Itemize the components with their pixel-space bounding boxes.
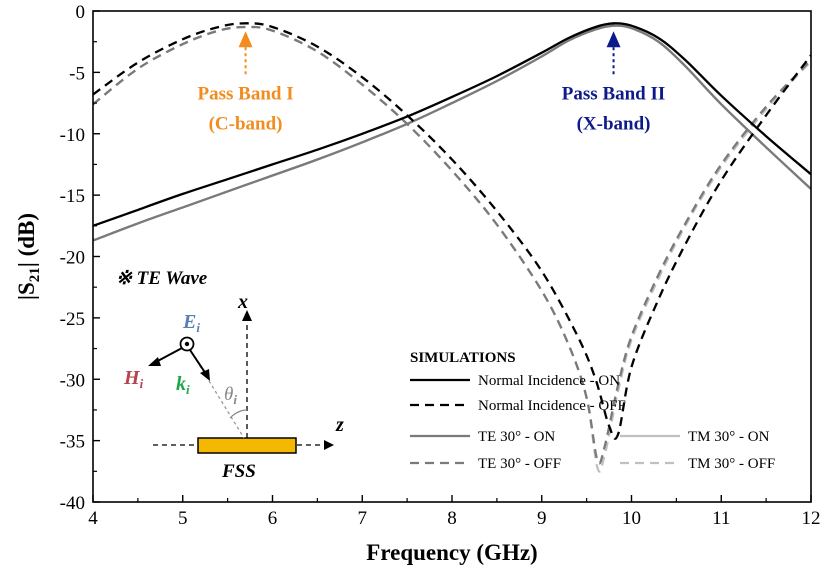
legend-entry-2: TE 30° - ON [478, 429, 555, 445]
k-vector-arrow [189, 349, 207, 375]
legend-title: SIMULATIONS [410, 350, 516, 366]
e-field-dot [184, 341, 190, 347]
x-tick-label: 7 [358, 508, 368, 529]
legend: SIMULATIONS Normal Incidence - ON Normal I… [410, 350, 775, 472]
legend-entry-3: TM 30° - ON [688, 429, 770, 445]
y-tick-label: -20 [60, 248, 85, 269]
y-tick-label: -10 [60, 125, 85, 146]
x-tick-label: 4 [88, 508, 98, 529]
legend-entry-4: TE 30° - OFF [478, 456, 561, 472]
k-vector-label: ki [176, 373, 190, 397]
x-arrow-head [242, 310, 252, 321]
legend-entry-5: TM 30° - OFF [688, 456, 775, 472]
z-arrow-head [324, 440, 334, 450]
x-tick-label: 12 [802, 508, 821, 529]
x-tick-label: 11 [712, 508, 730, 529]
e-field-label: Ei [182, 311, 200, 335]
fss-inset-diagram: ※ TE Wave z x FSS θi Ei Hi ki [116, 268, 344, 482]
fss-slab [197, 437, 297, 454]
h-arrow-head [148, 357, 161, 366]
pass-band-label-1: Pass Band II [562, 83, 666, 104]
x-axis-label: x [237, 291, 248, 313]
ticks-layer: 4 5 6 7 8 9 10 11 12 0 -5 -10 -15 -20 -25 -30 -35 -40 [60, 2, 821, 529]
y-axis-title-main: |S [14, 282, 39, 300]
x-tick-label: 9 [537, 508, 547, 529]
pass-band-sublabel-0: (C-band) [209, 113, 283, 134]
z-axis-label: z [335, 414, 344, 436]
legend-entry-1: Normal Incidence - OFF [478, 398, 626, 414]
series-line-3 [93, 24, 811, 242]
h-field-label: Hi [123, 367, 144, 391]
x-tick-label: 10 [622, 508, 641, 529]
series-layer [93, 22, 811, 473]
x-tick-label: 5 [178, 508, 188, 529]
theta-label: θi [224, 384, 237, 407]
y-axis-title-sub: 21 [27, 267, 43, 282]
wave-label: ※ TE Wave [116, 268, 208, 289]
pass-band-arrow-head-0 [238, 31, 253, 48]
y-tick-label: -5 [69, 63, 85, 84]
series-line-4 [93, 25, 811, 465]
series-line-2 [93, 24, 811, 242]
series-line-0 [93, 22, 811, 227]
y-tick-label: 0 [76, 2, 86, 23]
pass-band-label-0: Pass Band I [198, 83, 294, 104]
x-tick-label: 8 [447, 508, 457, 529]
y-tick-label: -35 [60, 432, 85, 453]
y-tick-label: -30 [60, 370, 85, 391]
y-tick-label: -40 [60, 493, 85, 514]
y-tick-label: -25 [60, 309, 85, 330]
pass-band-arrow-head-1 [606, 31, 621, 48]
y-axis-title-tail: | (dB) [14, 213, 39, 267]
pass-band-sublabel-1: (X-band) [577, 113, 651, 134]
legend-entry-0: Normal Incidence - ON [478, 373, 620, 389]
annotation-layer: Pass Band I (C-band) Pass Band II (X-band) [198, 31, 666, 134]
k-arrow-head [200, 369, 210, 381]
x-tick-label: 6 [268, 508, 278, 529]
y-tick-label: -15 [60, 186, 85, 207]
y-axis-title: |S21| (dB) [14, 213, 43, 300]
fss-label: FSS [221, 461, 256, 482]
theta-arc [229, 409, 248, 419]
x-axis-title: Frequency (GHz) [366, 540, 537, 565]
